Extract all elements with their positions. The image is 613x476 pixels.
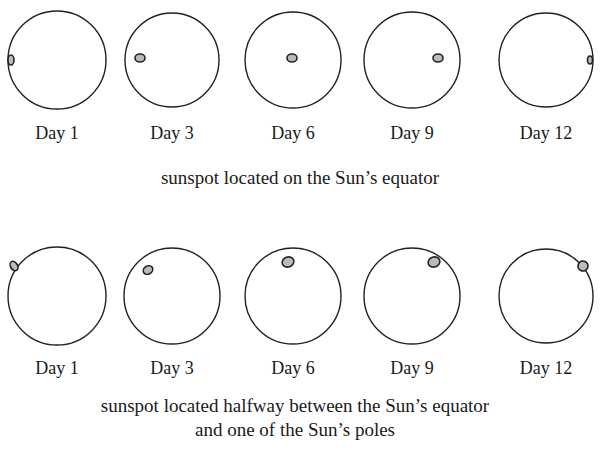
day-label: Day 9 xyxy=(390,122,434,144)
day-label: Day 12 xyxy=(520,122,573,144)
day-label: Day 1 xyxy=(35,122,79,144)
row-caption: sunspot located on the Sun’s equator xyxy=(40,166,560,190)
day-label: Day 6 xyxy=(271,122,315,144)
day-label: Day 3 xyxy=(150,122,194,144)
day-label: Day 6 xyxy=(271,357,315,379)
sun-disks xyxy=(8,11,593,345)
day-label: Day 12 xyxy=(520,357,573,379)
sunspots xyxy=(8,54,593,276)
day-label: Day 3 xyxy=(150,357,194,379)
day-label: Day 1 xyxy=(35,357,79,379)
day-label: Day 9 xyxy=(390,357,434,379)
row-caption: sunspot located halfway between the Sun’… xyxy=(86,394,504,442)
